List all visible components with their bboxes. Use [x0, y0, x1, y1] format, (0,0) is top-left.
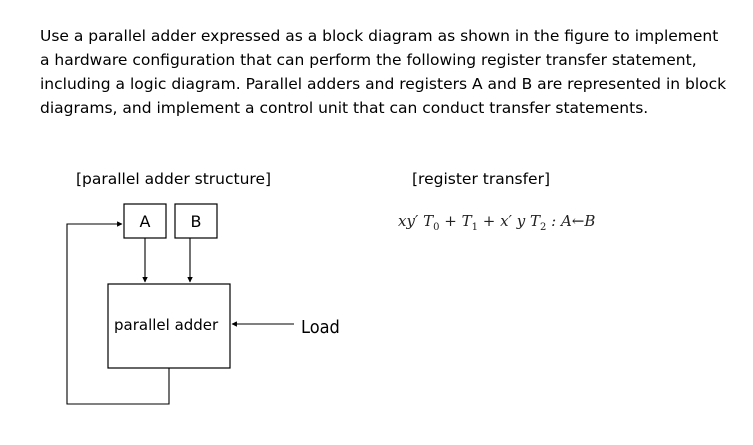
register-a-label: A: [140, 212, 151, 231]
question-text: Use a parallel adder expressed as a bloc…: [40, 27, 727, 117]
parallel-adder-label: parallel adder: [114, 316, 219, 334]
figure-caption-transfer: [register transfer]: [412, 170, 551, 188]
parallel-adder-box: [107, 283, 231, 369]
register-b-box: [174, 203, 218, 239]
load-label: Load: [301, 317, 340, 338]
feedback-path: [66, 221, 170, 405]
figure-caption-adder: [parallel adder structure]: [76, 170, 272, 188]
register-b-label: B: [191, 212, 202, 231]
register-transfer-statement: xy′ T0 + T1 + x′ y T2 : A←B: [398, 212, 596, 233]
